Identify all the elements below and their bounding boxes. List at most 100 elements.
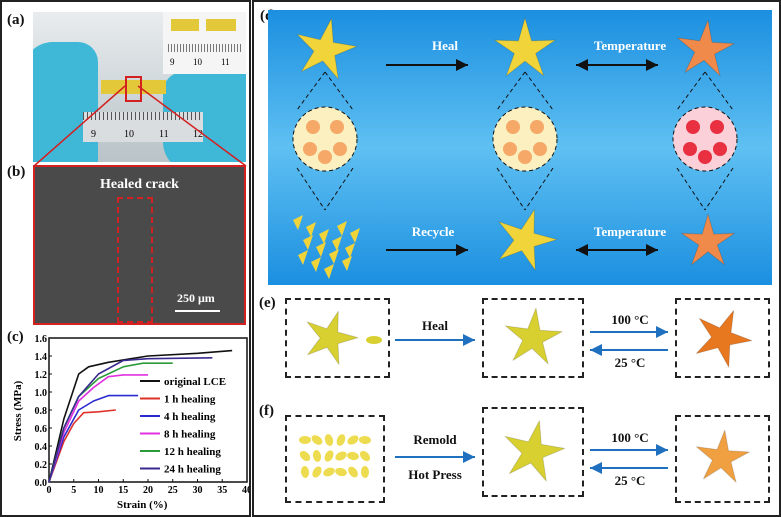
- fragment: [303, 235, 313, 250]
- zoom-line: [524, 167, 554, 211]
- mesogen-hexagon: [530, 120, 544, 134]
- lce-piece: [324, 434, 334, 446]
- inset-tick: 10: [193, 57, 202, 67]
- ruler-tick: 11: [159, 129, 169, 140]
- zoom-lines: [33, 85, 247, 167]
- hot-press-label: Hot Press: [408, 467, 462, 482]
- fragment: [316, 242, 326, 257]
- y-tick-label: 1.4: [35, 352, 48, 363]
- zoom-line: [704, 167, 734, 211]
- x-tick-label: 15: [118, 485, 128, 496]
- temperature-label-bottom: Temperature: [593, 224, 667, 239]
- cut-piece: [171, 19, 199, 31]
- mesogen-hexagon: [686, 120, 700, 134]
- lce-piece: [323, 467, 335, 477]
- x-tick-label: 25: [168, 485, 178, 496]
- recycle-label: Recycle: [411, 224, 455, 239]
- x-tick-label: 0: [47, 485, 52, 496]
- zoom-line: [676, 167, 706, 211]
- left-glove: [33, 42, 98, 162]
- fragment: [342, 256, 352, 271]
- x-tick-label: 5: [71, 485, 76, 496]
- temp-down-e: 25 °C: [614, 355, 646, 370]
- fragment: [324, 264, 334, 279]
- mesogen-hexagon: [330, 120, 344, 134]
- diagram-d: [292, 17, 738, 279]
- fragment: [293, 215, 303, 230]
- panel-label-c: (c): [7, 329, 24, 345]
- remold-label: Remold: [413, 432, 457, 447]
- inset-tick: 11: [221, 57, 230, 67]
- starfish-damaged: [296, 18, 358, 80]
- left-panel: [0, 0, 251, 517]
- ruler: [83, 112, 203, 142]
- temp-down-f: 25 °C: [614, 473, 646, 488]
- mesogen-hexagon: [698, 150, 712, 164]
- y-tick-label: 0.4: [35, 442, 48, 453]
- starfish-orange: [677, 19, 735, 77]
- fragment: [345, 243, 355, 258]
- series-line-5: [48, 357, 213, 483]
- lce-piece: [335, 451, 347, 461]
- mesogen-hexagon: [303, 142, 317, 156]
- mesogen-hexagon: [713, 142, 727, 156]
- temp-up-f: 100 °C: [611, 430, 649, 445]
- y-tick-label: 0.2: [35, 460, 48, 471]
- starfish-remolded: [504, 420, 566, 482]
- legend-label: 12 h healing: [164, 446, 221, 458]
- fragment: [298, 250, 308, 265]
- starfish-recycled: [498, 208, 558, 271]
- lce-piece: [300, 466, 310, 478]
- ruler-tick: 9: [91, 129, 96, 140]
- panel-label-e: (e): [259, 295, 276, 311]
- starfish-healed: [494, 17, 556, 77]
- zoom-line: [296, 71, 326, 111]
- legend-label: original LCE: [164, 376, 226, 388]
- zoom-line: [496, 167, 526, 211]
- lce-piece: [359, 435, 371, 445]
- series-line-0: [48, 349, 233, 483]
- series-line-2: [48, 394, 139, 483]
- heal-label: Heal: [432, 38, 458, 53]
- broken-arm: [366, 336, 382, 344]
- temp-up-e: 100 °C: [611, 312, 649, 327]
- lce-piece: [312, 466, 322, 478]
- fragment: [306, 222, 316, 237]
- x-tick-label: 35: [217, 485, 227, 496]
- zoom-line: [496, 71, 526, 111]
- lce-piece: [360, 466, 370, 478]
- healed-crack-box: [117, 197, 153, 323]
- lce-piece: [347, 435, 359, 445]
- zoom-line: [324, 167, 354, 211]
- mesogen-hexagon: [518, 150, 532, 164]
- x-tick-label: 30: [193, 485, 203, 496]
- cut-piece: [206, 19, 236, 31]
- lce-piece: [324, 450, 334, 462]
- x-tick-label: 10: [94, 485, 104, 496]
- lce-piece: [335, 467, 347, 477]
- lce-piece: [347, 451, 359, 461]
- mesogen-hexagon: [710, 120, 724, 134]
- ruler-tick: 10: [124, 129, 134, 140]
- legend-label: 8 h healing: [164, 429, 216, 441]
- heal-label-e: Heal: [422, 318, 448, 333]
- sem-image: Healed crack 250 μm: [33, 165, 246, 325]
- panel-label-a: (a): [7, 12, 25, 28]
- series-line-1: [48, 409, 116, 483]
- right-panel: [252, 0, 781, 517]
- x-tick-label: 40: [242, 485, 250, 496]
- mesogen-hexagon: [506, 120, 520, 134]
- scale-bar: [175, 310, 220, 312]
- inset-tick: 9: [170, 57, 175, 67]
- mesogen-hexagon: [306, 120, 320, 134]
- fragment: [311, 257, 321, 272]
- lce-piece: [312, 450, 322, 462]
- ruler-tick: 12: [193, 129, 203, 140]
- sample-strip: [101, 80, 166, 94]
- lce-piece: [359, 450, 371, 462]
- legend-label: 4 h healing: [164, 411, 216, 423]
- y-tick-label: 0.6: [35, 424, 48, 435]
- y-tick-label: 1.0: [35, 388, 48, 399]
- sem-title: Healed crack: [100, 177, 179, 192]
